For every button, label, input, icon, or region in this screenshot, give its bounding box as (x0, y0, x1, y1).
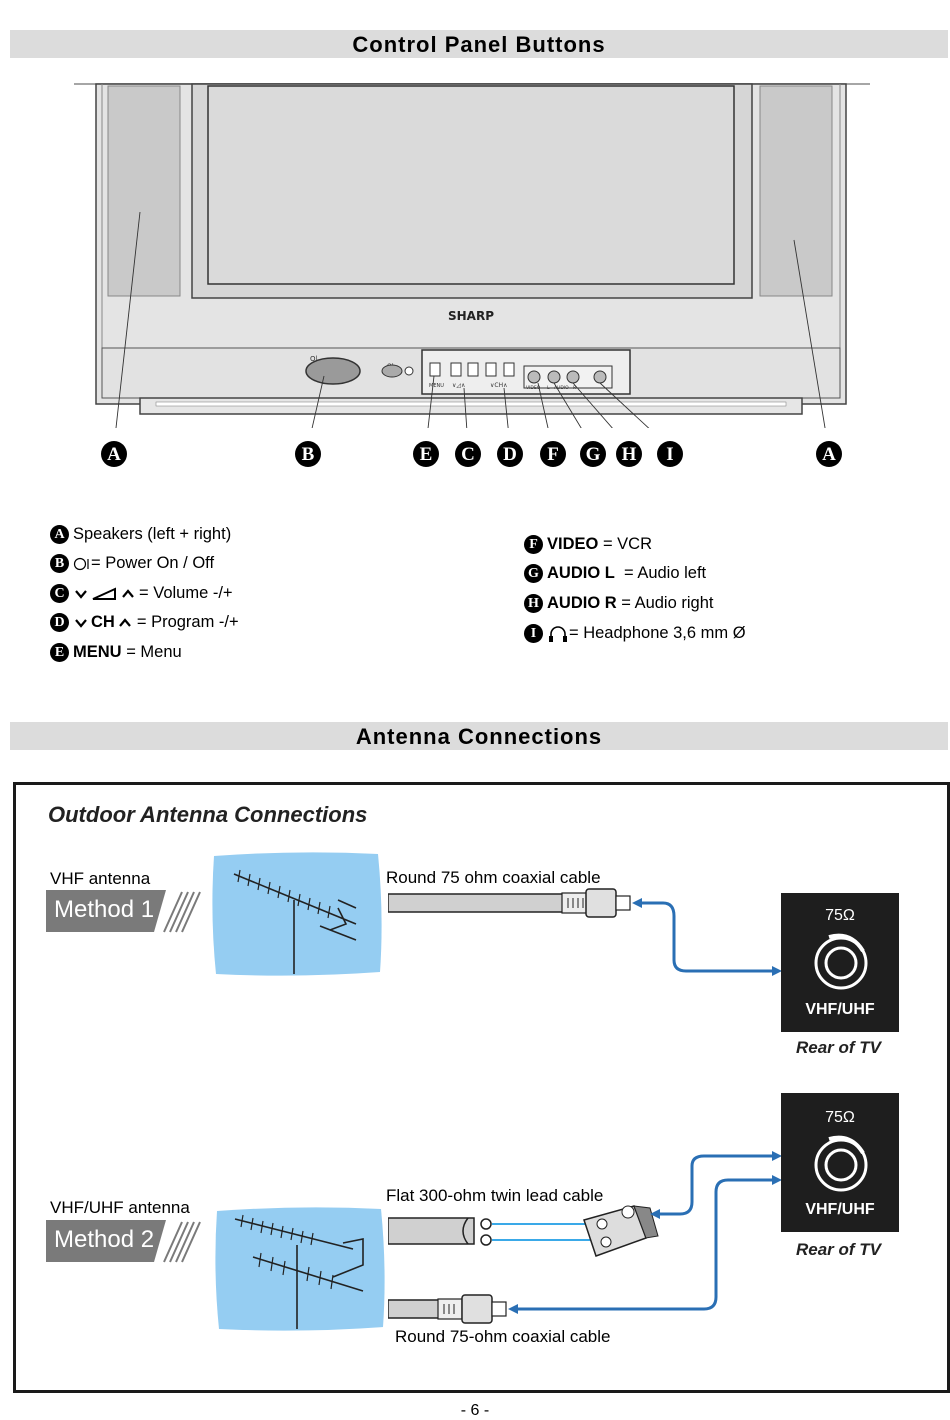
legend-item-volume: C = Volume -/+ (50, 583, 233, 604)
method1-cable-label: Round 75 ohm coaxial cable (386, 868, 601, 887)
callout-f: F (540, 441, 566, 467)
up-arrow-icon (118, 617, 131, 627)
legend-letter: E (50, 643, 69, 663)
power-icon (73, 557, 89, 570)
page-number: - 6 - (460, 1402, 490, 1419)
legend-letter: C (50, 584, 69, 604)
ohm-label: 75Ω (825, 907, 855, 924)
tv-front-diagram: O| O| MENU ∨◿∧ ∨CH∧ VIDEO L - AUDIO - R … (74, 83, 870, 428)
callout-a-left: A (101, 441, 127, 467)
coax-socket-icon (814, 933, 868, 990)
legend-bold: AUDIO R (547, 594, 617, 612)
legend-letter: D (50, 613, 69, 633)
outdoor-antenna-title: Outdoor Antenna Connections (48, 802, 368, 827)
callout-a-right: A (816, 441, 842, 467)
svg-text:L - AUDIO - R: L - AUDIO - R (547, 385, 576, 391)
method2-antenna-label: VHF/UHF antenna (50, 1198, 190, 1217)
legend-text: = Headphone 3,6 mm Ø (569, 624, 746, 642)
method2-twin-lead-label: Flat 300-ohm twin lead cable (386, 1186, 604, 1205)
legend-letter: F (524, 535, 543, 555)
volume-icon (75, 587, 134, 600)
legend-text: = Power On / Off (91, 554, 215, 572)
legend-letter: H (524, 594, 543, 614)
callout-b: B (295, 441, 321, 467)
legend-letter: A (50, 525, 69, 545)
method1-badge-label: Method 1 (54, 896, 155, 923)
legend-letter: B (50, 554, 69, 574)
control-panel-heading: Control Panel Buttons (10, 30, 948, 58)
method1-antenna-label: VHF antenna (50, 869, 151, 888)
antenna-heading: Antenna Connections (10, 722, 948, 750)
legend-letter: G (524, 564, 543, 584)
matching-transformer (583, 1205, 659, 1257)
down-arrow-icon (75, 618, 87, 628)
vhf-uhf-antenna-illustration (215, 1207, 385, 1331)
legend-bold: CH (91, 613, 115, 631)
brand-logo: SHARP (448, 309, 494, 323)
rear-of-tv-panel-2: 75Ω VHF/UHF (781, 1093, 899, 1232)
rear-of-tv-panel-1: 75Ω VHF/UHF (781, 893, 899, 1032)
legend-bold: MENU (73, 643, 122, 661)
legend-text: = Audio left (624, 564, 707, 582)
rear-of-tv-caption-1: Rear of TV (796, 1038, 882, 1057)
method2-coax-label: Round 75-ohm coaxial cable (395, 1327, 611, 1346)
method1-coax-cable (388, 888, 782, 976)
legend-text: Speakers (left + right) (73, 525, 232, 543)
legend-item-headphone: I = Headphone 3,6 mm Ø (524, 623, 746, 644)
callout-h: H (616, 441, 642, 467)
legend-letter: I (524, 624, 543, 644)
svg-text:∨◿∧: ∨◿∧ (452, 382, 465, 389)
method2-badge: Method 2 (46, 1220, 201, 1263)
tv-screen (207, 85, 735, 285)
method2-cables (388, 1151, 782, 1324)
legend-item-program: D CH = Program -/+ (50, 612, 239, 633)
right-speaker (759, 85, 833, 297)
port-label: VHF/UHF (805, 1201, 875, 1218)
left-speaker (107, 85, 181, 297)
method2-badge-label: Method 2 (54, 1226, 155, 1253)
headphone-icon (549, 625, 567, 642)
callout-d: D (497, 441, 523, 467)
ohm-label: 75Ω (825, 1109, 855, 1126)
antenna-connections-box (13, 782, 950, 1393)
callout-c: C (455, 441, 481, 467)
method1-badge: Method 1 (46, 890, 201, 933)
callout-g: G (580, 441, 606, 467)
callout-e: E (413, 441, 439, 467)
legend-item-power: B = Power On / Off (50, 553, 215, 574)
legend-text: = Volume -/+ (139, 584, 233, 602)
svg-text:O|: O| (310, 355, 318, 363)
legend-text: = VCR (602, 535, 653, 553)
vhf-antenna-illustration (212, 852, 382, 976)
coax-socket-icon (814, 1135, 868, 1192)
svg-text:VIDEO: VIDEO (526, 385, 541, 391)
legend-bold: AUDIO L (547, 564, 615, 582)
power-button (305, 357, 361, 385)
legend-text: = Program -/+ (136, 613, 239, 631)
svg-text:∨CH∧: ∨CH∧ (490, 382, 507, 389)
legend-text: = Menu (126, 643, 182, 661)
legend-bold: VIDEO (547, 535, 599, 553)
port-label: VHF/UHF (805, 1001, 875, 1018)
rear-of-tv-caption-2: Rear of TV (796, 1240, 882, 1259)
svg-text:MENU: MENU (429, 383, 444, 389)
callout-i: I (657, 441, 683, 467)
legend-text: = Audio right (621, 594, 714, 612)
